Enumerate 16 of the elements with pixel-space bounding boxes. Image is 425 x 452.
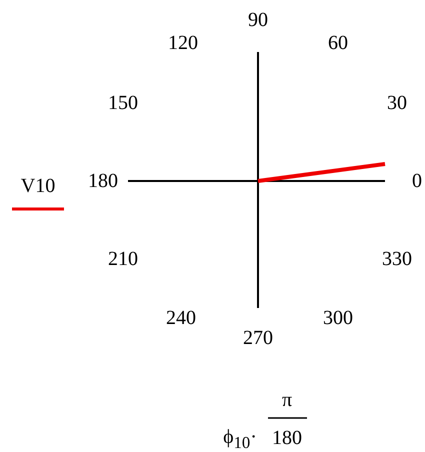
angle-label: 240 <box>166 307 196 329</box>
axis-label: ϕ$_{10}$· <box>223 426 257 452</box>
angle-label: 0 <box>412 170 422 192</box>
angle-label: 60 <box>328 32 348 54</box>
angle-label: 150 <box>108 92 138 114</box>
angle-label: 30 <box>387 92 407 114</box>
legend-label: V10 <box>20 175 56 197</box>
angle-label: 210 <box>108 248 138 270</box>
angle-label: 330 <box>382 248 412 270</box>
angle-label: 120 <box>168 32 198 54</box>
angle-label: 180 <box>88 170 118 192</box>
angle-label: 90 <box>248 9 268 31</box>
fraction-numerator: π <box>282 389 292 411</box>
angle-label: 300 <box>323 307 353 329</box>
angle-label: 270 <box>243 327 273 349</box>
fraction-denominator: 180 <box>272 427 302 449</box>
